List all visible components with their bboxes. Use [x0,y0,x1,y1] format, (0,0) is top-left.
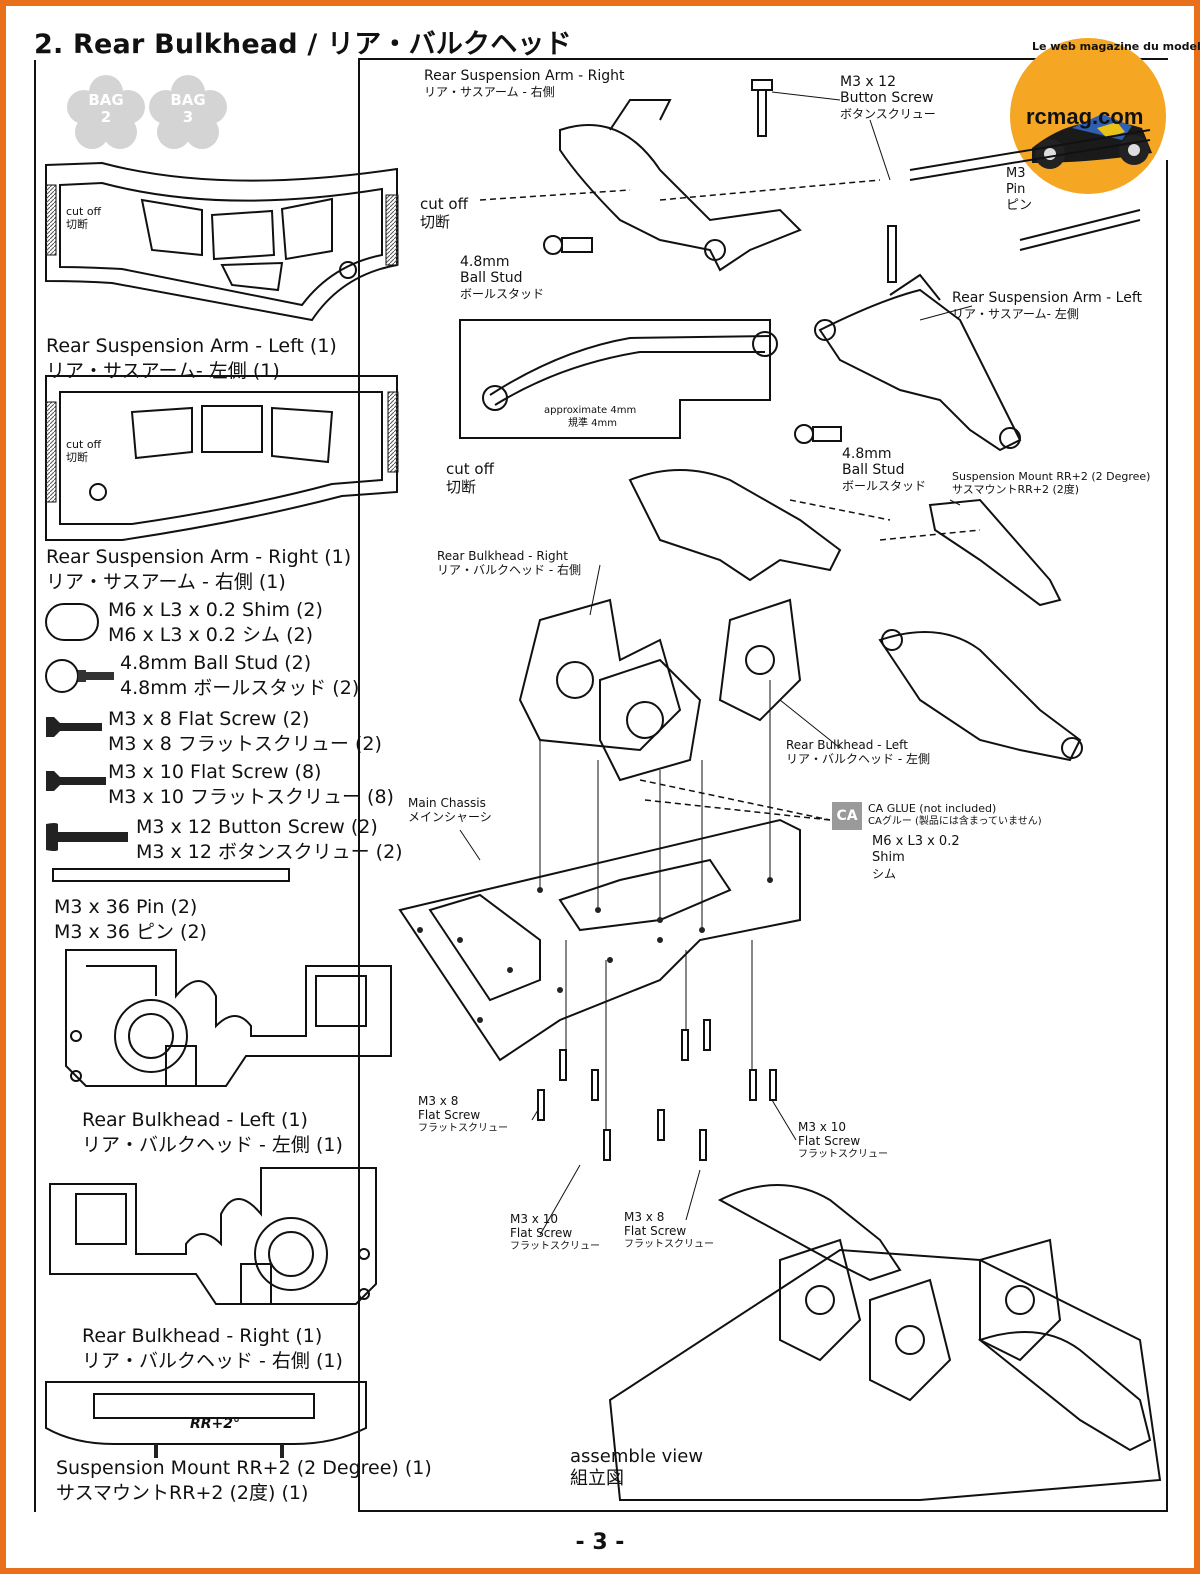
rcmag-logo-graphic [1010,38,1166,194]
part-label-flat-m3x8: M3 x 8 Flat Screw (2)M3 x 8 フラットスクリュー (2… [108,708,382,755]
left-column-divider [34,60,36,1512]
rear-bulkhead-right-drawing [49,1167,377,1305]
part-label-button-m3x12: M3 x 12 Button Screw (2)M3 x 12 ボタンスクリュー… [136,816,403,863]
suspension-mount-marking: RR+2° [190,1416,241,1432]
pin-icon [52,868,290,882]
ball-stud-icon [45,659,114,693]
rear-arm-left-drawing [45,161,399,322]
rear-arm-right-drawing [45,375,399,541]
logo-brand-text: rcmag.com [1026,104,1144,129]
bottom-rule [358,1510,1168,1512]
flower-icon [149,75,227,149]
part-label-ball-stud: 4.8mm Ball Stud (2)4.8mm ボールスタッド (2) [120,652,360,699]
bag-2-badge: BAG 2 [66,74,146,150]
flat-screw-m3x10-icon [46,771,106,791]
flat-screw-m3x8-icon [46,717,102,737]
bag-3-label: BAG 3 [170,91,206,126]
rear-bulkhead-left-drawing [65,949,392,1087]
bag-3-badge: BAG 3 [148,74,228,150]
part-label-mount: Suspension Mount RR+2 (2 Degree) (1)サスマウ… [56,1457,432,1504]
diag-label-mount: Suspension Mount RR+2 (2 Degree)サスマウントRR… [952,470,1151,496]
exploded-assembly-diagram [398,79,1162,1501]
ca-glue-badge: CA [832,802,862,830]
bag-2-label: BAG 2 [88,91,124,126]
shim-icon [45,603,99,641]
part-label-bulk-left: Rear Bulkhead - Left (1)リア・バルクヘッド - 左側 (… [82,1109,343,1156]
part-label-arm-right: Rear Suspension Arm - Right (1)リア・サスアーム … [46,546,352,593]
logo-tagline: Le web magazine du modelisme [1032,40,1200,53]
part-label-flat-m3x10: M3 x 10 Flat Screw (8)M3 x 10 フラットスクリュー … [108,761,394,808]
part-label-bulk-right: Rear Bulkhead - Right (1)リア・バルクヘッド - 右側 … [82,1325,343,1372]
top-rule [358,58,1168,60]
part-label-pin: M3 x 36 Pin (2)M3 x 36 ピン (2) [54,896,207,943]
part-label-shim: M6 x L3 x 0.2 Shim (2)M6 x L3 x 0.2 シム (… [108,599,323,646]
button-screw-m3x12-icon [46,823,128,851]
rcmag-logo: rcmag.com Le web magazine du modelisme [1002,28,1200,198]
column-divider [358,60,360,1512]
diag-label-ca-glue: CA GLUE (not included)CAグルー (製品には含まっていませ… [868,802,1042,827]
flower-icon [67,75,145,149]
suspension-mount-drawing [45,1381,367,1458]
page-number: - 3 - [575,1530,625,1555]
page-title: 2. Rear Bulkhead / リア・バルクヘッド [34,29,572,60]
right-rule [1166,160,1168,1512]
